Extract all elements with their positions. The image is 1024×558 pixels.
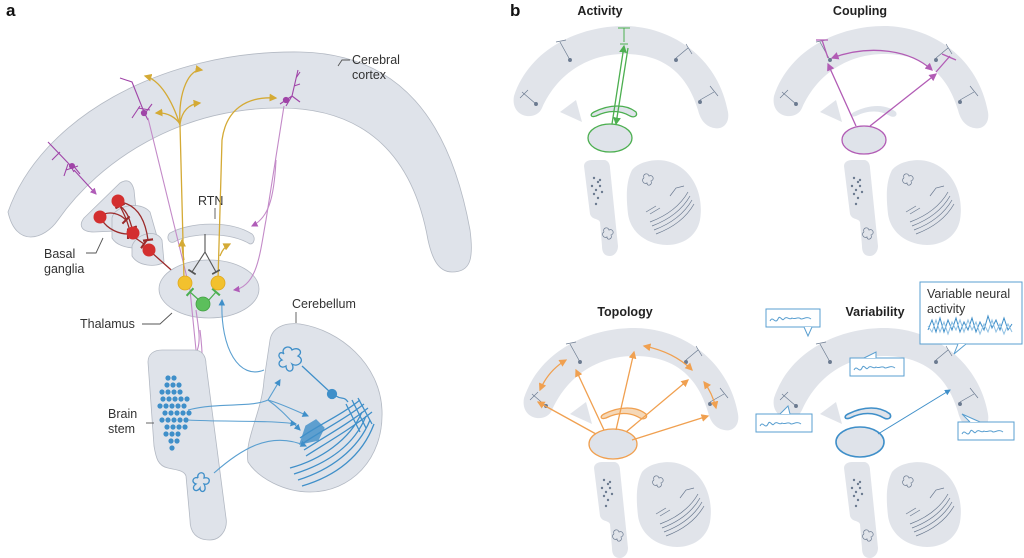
brainstem-neuron bbox=[172, 396, 178, 402]
brainstem-neuron bbox=[171, 389, 177, 395]
subpanel-variability: Variability bbox=[773, 305, 989, 558]
cerebellum-label: Cerebellum bbox=[292, 297, 356, 311]
brainstem-neuron bbox=[164, 382, 170, 388]
brainstem-neuron bbox=[170, 382, 176, 388]
trace-box bbox=[957, 421, 1015, 441]
bg-neuron bbox=[142, 243, 156, 257]
brainstem-neuron bbox=[165, 375, 171, 381]
brainstem-neuron bbox=[169, 445, 175, 451]
thalamus-region bbox=[158, 259, 260, 319]
brainstem-neuron bbox=[175, 431, 181, 437]
brainstem-neuron bbox=[176, 382, 182, 388]
basal-ganglia-label-line2: ganglia bbox=[44, 262, 84, 276]
subpanel-coupling: Coupling bbox=[773, 4, 989, 257]
brainstem-neuron bbox=[182, 424, 188, 430]
cortex-leader bbox=[337, 59, 350, 67]
bg-neuron bbox=[126, 226, 140, 240]
thalamic-relay-neuron bbox=[177, 275, 193, 291]
brainstem-neuron bbox=[166, 396, 172, 402]
thalamocortical-projections bbox=[143, 65, 278, 281]
thalamic-relay-neuron bbox=[210, 275, 226, 291]
brainstem-neuron bbox=[177, 417, 183, 423]
brain-stem-label-line2: stem bbox=[108, 422, 135, 436]
brainstem-cerebellum-projections bbox=[187, 298, 310, 474]
brainstem-neuron bbox=[168, 410, 174, 416]
thalamic-interneuron bbox=[195, 296, 211, 312]
subpanel-activity: Activity bbox=[513, 4, 729, 257]
cerebral-cortex-region bbox=[7, 51, 472, 273]
cortical-neurons bbox=[47, 69, 301, 195]
panel-a-label: a bbox=[6, 1, 16, 20]
cerebellar-circuit bbox=[278, 346, 375, 487]
brainstem-neuron bbox=[171, 375, 177, 381]
brainstem-neuron bbox=[168, 438, 174, 444]
brainstem-neuron bbox=[159, 417, 165, 423]
brainstem-neuron bbox=[175, 403, 181, 409]
brainstem-neuron bbox=[162, 410, 168, 416]
brainstem-neuron bbox=[163, 403, 169, 409]
panel-b-label: b bbox=[510, 1, 520, 20]
thalamic-neurons bbox=[177, 275, 226, 312]
brainstem-neuron bbox=[180, 410, 186, 416]
rtn-label: RTN bbox=[198, 194, 223, 208]
brainstem-neuron bbox=[183, 417, 189, 423]
callout-text-line2: activity bbox=[927, 302, 966, 316]
bg-neuron bbox=[93, 210, 107, 224]
variable-activity-trace bbox=[927, 314, 1013, 336]
subpanel-title: Topology bbox=[597, 305, 652, 319]
brainstem-neuron bbox=[186, 410, 192, 416]
brainstem-neuron bbox=[165, 417, 171, 423]
trace-box bbox=[755, 413, 813, 433]
brainstem-neuron bbox=[184, 396, 190, 402]
variable-activity-callout bbox=[919, 281, 1023, 345]
brainstem-neuron bbox=[163, 431, 169, 437]
inferior-olive-icon bbox=[192, 472, 210, 493]
brainstem-neuron bbox=[157, 403, 163, 409]
brainstem-neuron bbox=[165, 389, 171, 395]
rtn-region bbox=[167, 223, 255, 245]
brain-stem-label-line1: Brain bbox=[108, 407, 137, 421]
brainstem-neuron bbox=[159, 389, 165, 395]
cerebellum-region bbox=[247, 323, 383, 493]
brainstem-nucleus bbox=[157, 375, 192, 451]
basal-ganglia-circuit bbox=[93, 194, 183, 281]
brainstem-neuron bbox=[170, 424, 176, 430]
subpanel-title: Coupling bbox=[833, 4, 887, 18]
brainstem-neuron bbox=[160, 396, 166, 402]
brainstem-neuron bbox=[169, 403, 175, 409]
callout-text-line1: Variable neural bbox=[927, 287, 1010, 301]
thalamus-label: Thalamus bbox=[80, 317, 135, 331]
subpanel-title: Activity bbox=[577, 4, 622, 18]
brainstem-neuron bbox=[176, 424, 182, 430]
basal-ganglia-label-line1: Basal bbox=[44, 247, 75, 261]
brainstem-neuron bbox=[174, 410, 180, 416]
subpanel-title: Variability bbox=[845, 305, 904, 319]
brain-stem-region bbox=[147, 349, 227, 541]
thalamus-leader bbox=[142, 312, 173, 325]
basal-ganglia-leader bbox=[86, 237, 104, 254]
cortex-label-line2: cortex bbox=[352, 68, 387, 82]
brainstem-neuron bbox=[174, 438, 180, 444]
brainstem-neuron bbox=[178, 396, 184, 402]
brainstem-neuron bbox=[171, 417, 177, 423]
bg-neuron bbox=[111, 194, 125, 208]
cortex-label-line1: Cerebral bbox=[352, 53, 400, 67]
brainstem-neuron bbox=[177, 389, 183, 395]
variability-traces bbox=[755, 281, 1023, 441]
rtn-inhibitory-projections bbox=[187, 234, 221, 276]
brainstem-neuron bbox=[169, 431, 175, 437]
subpanel-topology: Topology bbox=[523, 305, 739, 558]
brainstem-neuron bbox=[181, 403, 187, 409]
brainstem-neuron bbox=[164, 424, 170, 430]
